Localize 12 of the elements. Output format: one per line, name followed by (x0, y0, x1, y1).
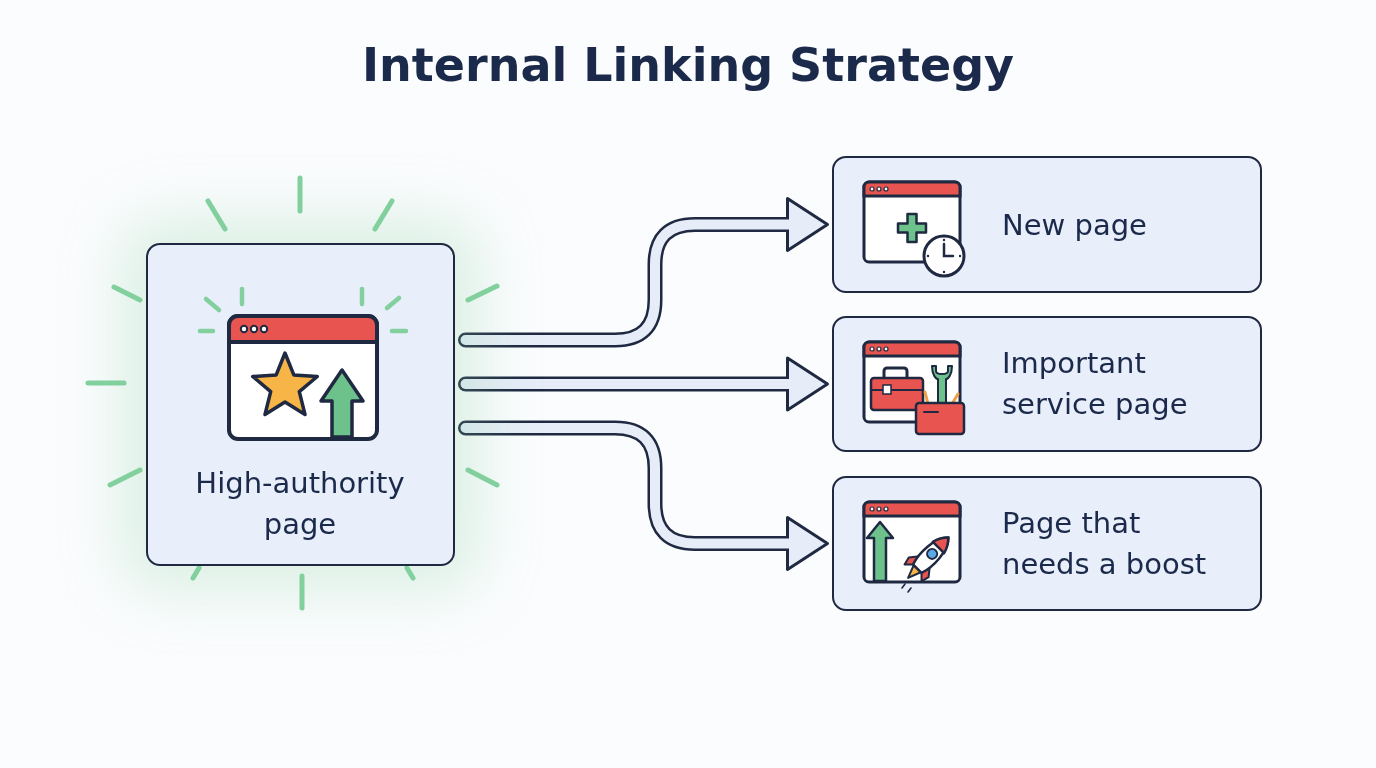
card-label: Page that needs a boost (1002, 504, 1208, 583)
page-card (832, 156, 1262, 293)
card-label: Important service page (1002, 345, 1189, 423)
page-card (832, 316, 1262, 452)
diagram-title: Internal Linking Strategy (361, 38, 1015, 94)
page-card (146, 243, 455, 566)
page-card (832, 476, 1262, 611)
arrow (458, 197, 829, 348)
arrow (458, 420, 829, 571)
arrow (458, 356, 829, 412)
card-label: High-authority page (194, 465, 406, 543)
card-label: New page (1002, 206, 1147, 243)
